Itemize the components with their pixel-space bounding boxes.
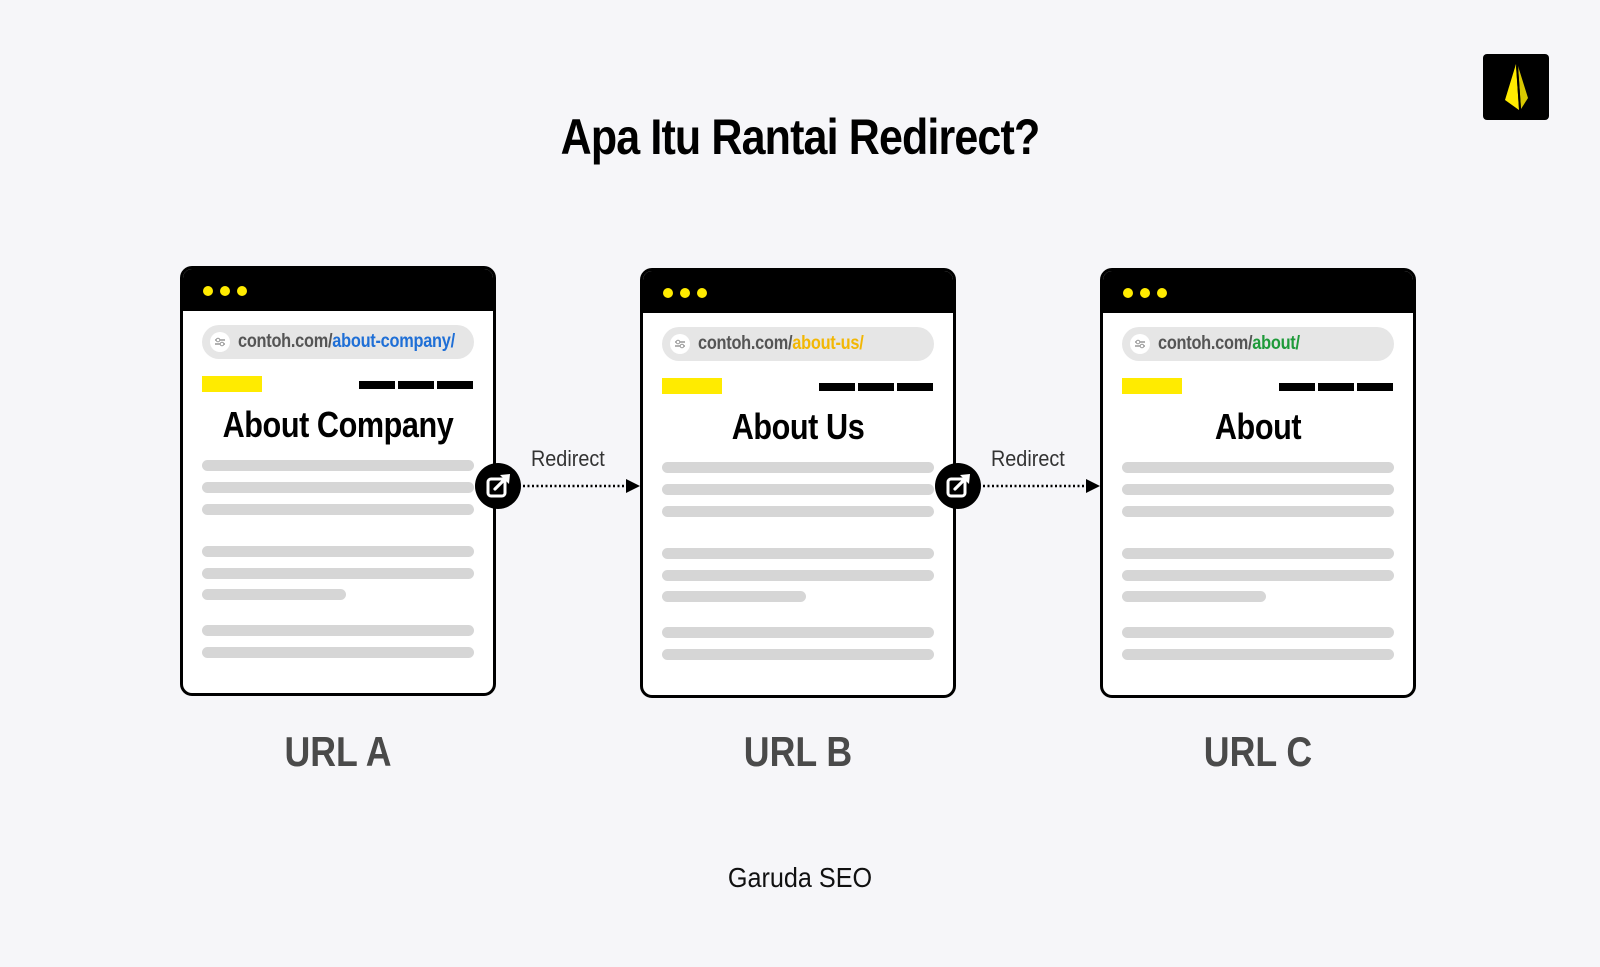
site-settings-icon	[210, 332, 230, 352]
nav-bar	[1279, 383, 1315, 391]
feather-logo-icon	[1505, 64, 1528, 110]
text-line	[662, 462, 934, 473]
text-line	[202, 460, 474, 471]
window-dot	[203, 286, 213, 296]
address-bar-url: contoh.com/about-company/	[238, 325, 455, 359]
text-line	[202, 589, 346, 600]
url-a-label: URL A	[284, 728, 392, 775]
text-line	[662, 649, 934, 660]
window-titlebar	[643, 271, 953, 313]
redirect-2-label: Redirect	[991, 446, 1065, 471]
text-line	[662, 548, 934, 559]
page-heading: About Company	[222, 404, 454, 445]
url-path: about-us/	[792, 333, 864, 354]
nav-bar	[819, 383, 855, 391]
text-line	[202, 546, 474, 557]
address-bar-url: contoh.com/about-us/	[698, 327, 864, 361]
nav-bar	[1318, 383, 1354, 391]
window-titlebar	[1103, 271, 1413, 313]
highlight-bar	[662, 378, 722, 394]
window-dot	[1123, 288, 1133, 298]
window-dot	[663, 288, 673, 298]
address-bar: contoh.com/about-us/	[662, 327, 934, 361]
url-base: contoh.com/	[1158, 333, 1253, 354]
window-dot	[680, 288, 690, 298]
text-line	[662, 627, 934, 638]
text-line	[662, 570, 934, 581]
redirect-1-icon-badge	[475, 463, 521, 509]
text-line	[1122, 649, 1394, 660]
browser-window-b: contoh.com/about-us/ About Us	[640, 268, 956, 698]
external-link-icon	[946, 474, 970, 498]
address-bar: contoh.com/about-company/	[202, 325, 474, 359]
text-line	[1122, 627, 1394, 638]
address-bar-url: contoh.com/about/	[1158, 327, 1300, 361]
highlight-bar	[202, 376, 262, 392]
url-c-label: URL C	[1203, 728, 1313, 775]
page-heading: About	[1214, 406, 1302, 447]
nav-bar	[359, 381, 395, 389]
url-b-label: URL B	[743, 728, 853, 775]
browser-window-a: contoh.com/about-company/ About Company	[180, 266, 496, 696]
address-bar: contoh.com/about/	[1122, 327, 1394, 361]
nav-bar	[897, 383, 933, 391]
footer-brand: Garuda SEO	[727, 862, 873, 893]
page-heading: About Us	[731, 406, 865, 447]
nav-bar	[1357, 383, 1393, 391]
page-title: Apa Itu Rantai Redirect?	[560, 109, 1041, 165]
external-link-icon	[486, 474, 510, 498]
text-line	[1122, 548, 1394, 559]
window-titlebar	[183, 269, 493, 311]
text-line	[662, 484, 934, 495]
text-line	[1122, 506, 1394, 517]
text-line	[662, 591, 806, 602]
text-line	[202, 482, 474, 493]
window-dot	[1157, 288, 1167, 298]
text-line	[202, 568, 474, 579]
highlight-bar	[1122, 378, 1182, 394]
window-dot	[237, 286, 247, 296]
redirect-1-label: Redirect	[531, 446, 605, 471]
window-dot	[220, 286, 230, 296]
site-settings-icon	[670, 334, 690, 354]
text-line	[1122, 570, 1394, 581]
window-dot	[697, 288, 707, 298]
url-base: contoh.com/	[238, 331, 333, 352]
brand-logo	[1483, 54, 1549, 120]
text-line	[202, 625, 474, 636]
redirect-2-icon-badge	[935, 463, 981, 509]
redirect-2-arrow	[983, 476, 1101, 496]
url-base: contoh.com/	[698, 333, 793, 354]
site-settings-icon	[1130, 334, 1150, 354]
browser-window-c: contoh.com/about/ About	[1100, 268, 1416, 698]
nav-bar	[437, 381, 473, 389]
url-path: about/	[1252, 333, 1300, 354]
nav-bar	[398, 381, 434, 389]
nav-bar	[858, 383, 894, 391]
text-line	[1122, 462, 1394, 473]
text-line	[202, 647, 474, 658]
window-dot	[1140, 288, 1150, 298]
text-line	[1122, 591, 1266, 602]
text-line	[1122, 484, 1394, 495]
url-path: about-company/	[332, 331, 455, 352]
text-line	[202, 504, 474, 515]
text-line	[662, 506, 934, 517]
redirect-1-arrow	[523, 476, 641, 496]
